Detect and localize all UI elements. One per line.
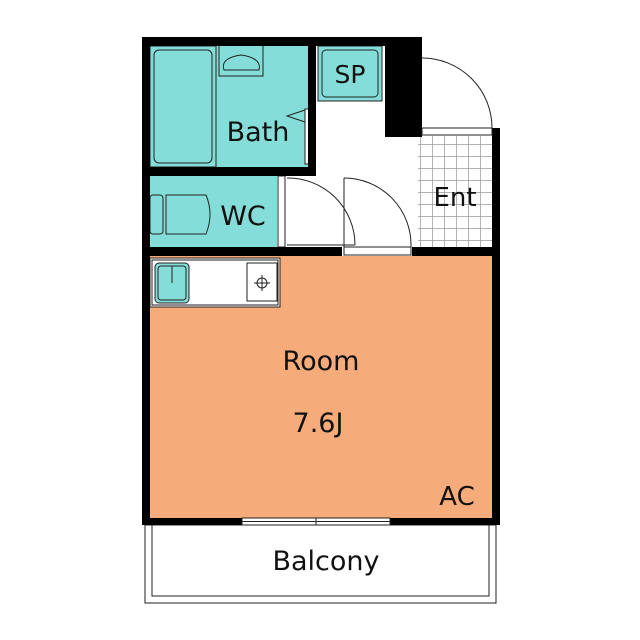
bath-area <box>149 45 311 168</box>
entrance-floor <box>418 136 492 247</box>
toilet-icon <box>165 194 211 235</box>
sp-label: SP <box>335 60 366 89</box>
entrance-door[interactable] <box>421 57 493 136</box>
room-size-label: 7.6J <box>293 408 344 439</box>
wc-label: WC <box>220 201 266 232</box>
room-label: Room <box>283 346 360 377</box>
balcony-label: Balcony <box>272 546 379 577</box>
bath-label: Bath <box>227 117 290 148</box>
ent-label: Ent <box>433 183 476 213</box>
wc-area <box>149 175 286 248</box>
wc-door[interactable] <box>286 177 356 246</box>
balcony-window[interactable] <box>241 517 391 526</box>
room-door[interactable] <box>343 177 412 256</box>
bathtub-icon <box>153 49 213 164</box>
washbasin-icon <box>218 46 264 77</box>
ac-label: AC <box>439 482 474 512</box>
kitchen-counter <box>149 257 281 308</box>
walls <box>142 37 500 525</box>
sp-area <box>317 45 383 102</box>
